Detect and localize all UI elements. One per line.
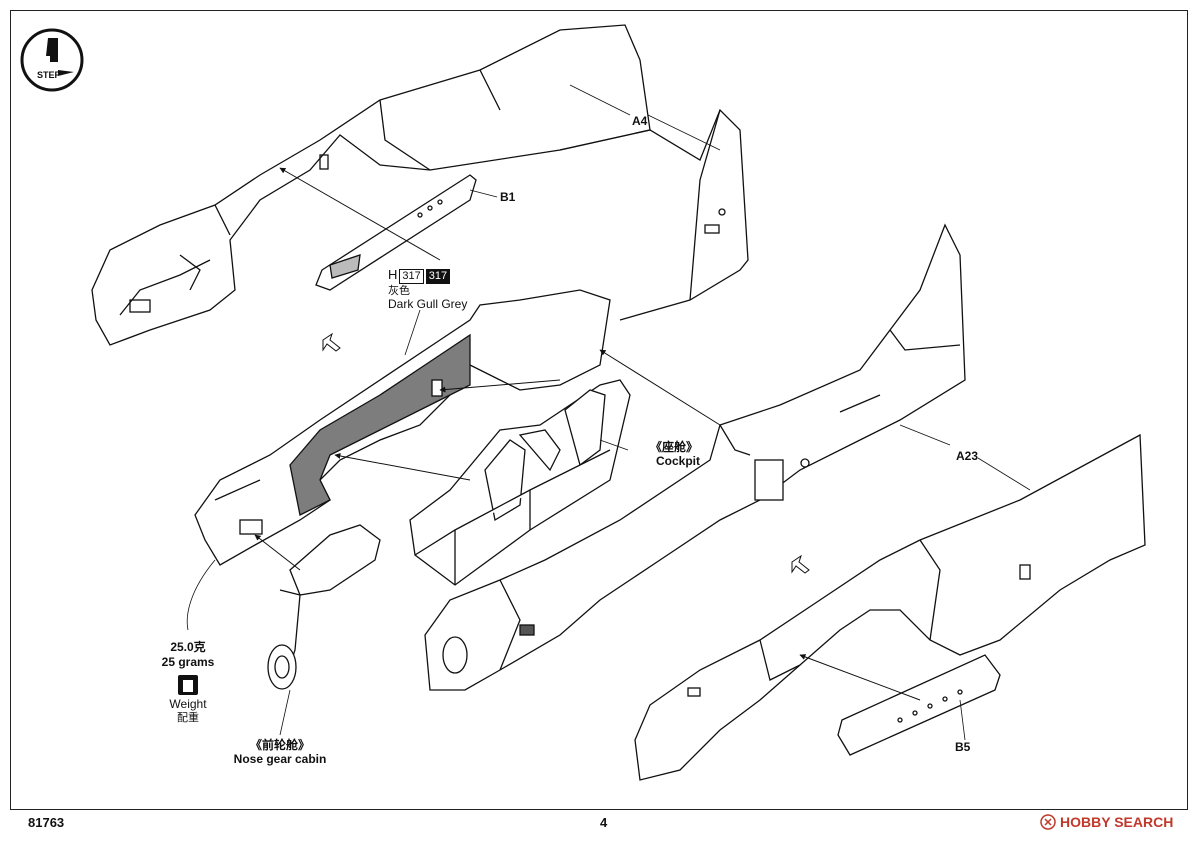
weight-amount-en: 25 grams — [161, 655, 215, 669]
tail-fin-upper — [559, 108, 749, 321]
cockpit-label-cn: 《座舱》 — [650, 440, 699, 454]
paint-letter: H — [388, 267, 398, 282]
paint-name-cn: 灰色 — [388, 285, 410, 297]
plane-icon — [58, 70, 74, 76]
step-number-glyph — [46, 38, 58, 62]
paint-name-en: Dark Gull Grey — [388, 297, 468, 311]
weight-label-cn: 配重 — [177, 712, 199, 724]
leader-lines — [186, 84, 1031, 741]
part-b1 — [315, 174, 477, 291]
assembly-arrows — [254, 167, 921, 701]
part-label-a4: A4 — [632, 114, 648, 128]
step-badge — [20, 28, 84, 92]
fuselage-half-left — [194, 289, 611, 566]
weight-label-en: Weight — [169, 697, 207, 711]
fuselage-half-right — [634, 433, 1146, 781]
part-label-b1: B1 — [500, 190, 516, 204]
part-b5 — [837, 654, 1001, 756]
cockpit-label-en: Cockpit — [656, 454, 701, 468]
step-label: STEP — [37, 70, 61, 80]
kit-number: 81763 — [28, 815, 65, 830]
view-direction-arrows — [322, 332, 810, 574]
page-border — [10, 10, 1188, 810]
nose-gear-assembly — [267, 524, 381, 690]
weight-icon — [178, 675, 198, 695]
direction-arrow-icon — [791, 554, 810, 574]
part-label-b5: B5 — [955, 740, 971, 754]
part-label-a23: A23 — [956, 449, 979, 463]
nose-gear-label-cn: 《前轮舱》 — [249, 738, 311, 752]
watermark-text: HOBBY SEARCH — [1060, 814, 1174, 830]
page-number: 4 — [600, 815, 608, 830]
paint-code-light: 317 — [399, 269, 424, 284]
nose-gear-label-en: Nose gear cabin — [233, 752, 327, 766]
weight-icon-letter: G — [184, 681, 192, 692]
cockpit-tub — [409, 379, 631, 586]
weight-amount-cn: 25.0克 — [170, 640, 206, 654]
direction-arrow-icon — [322, 332, 341, 352]
paint-code-dark: 317 — [425, 269, 451, 284]
fuselage-main-a23 — [424, 223, 966, 691]
hobby-search-logo-icon — [1040, 814, 1056, 830]
